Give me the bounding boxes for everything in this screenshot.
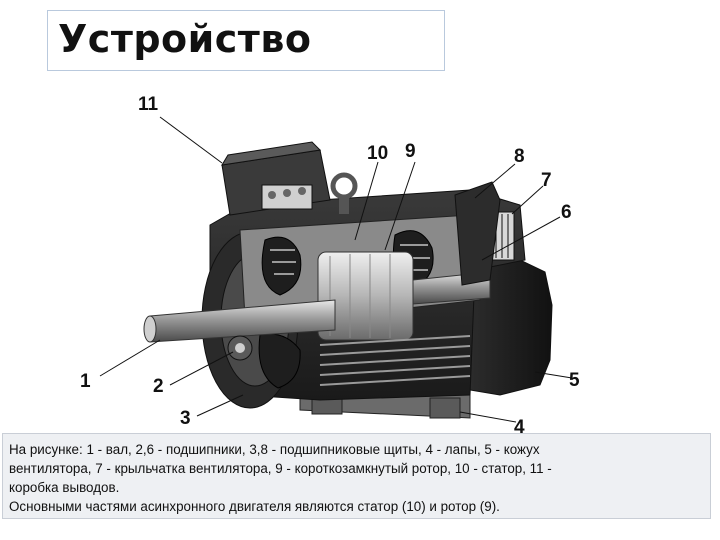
label-6: 6 bbox=[561, 202, 572, 223]
rear-end-shield bbox=[454, 181, 501, 286]
label-7: 7 bbox=[541, 170, 552, 191]
label-5: 5 bbox=[569, 370, 580, 391]
caption-line-3: коробка выводов. bbox=[9, 480, 120, 495]
label-9: 9 bbox=[405, 141, 416, 162]
slide-title: Устройство bbox=[58, 17, 312, 61]
label-4: 4 bbox=[514, 417, 525, 438]
label-10: 10 bbox=[367, 143, 388, 164]
caption-line-2: вентилятора, 7 - крыльчатка вентилятора,… bbox=[9, 461, 552, 476]
label-3: 3 bbox=[180, 408, 191, 429]
lifting-eye bbox=[330, 172, 358, 214]
caption-line-4: Основными частями асинхронного двигателя… bbox=[9, 499, 500, 514]
caption-line-1: На рисунке: 1 - вал, 2,6 - подшипники, 3… bbox=[9, 442, 540, 457]
label-8: 8 bbox=[514, 146, 525, 167]
label-11: 11 bbox=[138, 94, 159, 115]
label-1: 1 bbox=[80, 371, 91, 392]
leader-lines bbox=[99, 116, 573, 423]
title-box: Устройство bbox=[47, 10, 445, 71]
caption-box: На рисунке: 1 - вал, 2,6 - подшипники, 3… bbox=[2, 433, 711, 519]
terminal-box bbox=[221, 141, 331, 216]
cooling-fins bbox=[319, 335, 471, 386]
label-2: 2 bbox=[153, 376, 164, 397]
